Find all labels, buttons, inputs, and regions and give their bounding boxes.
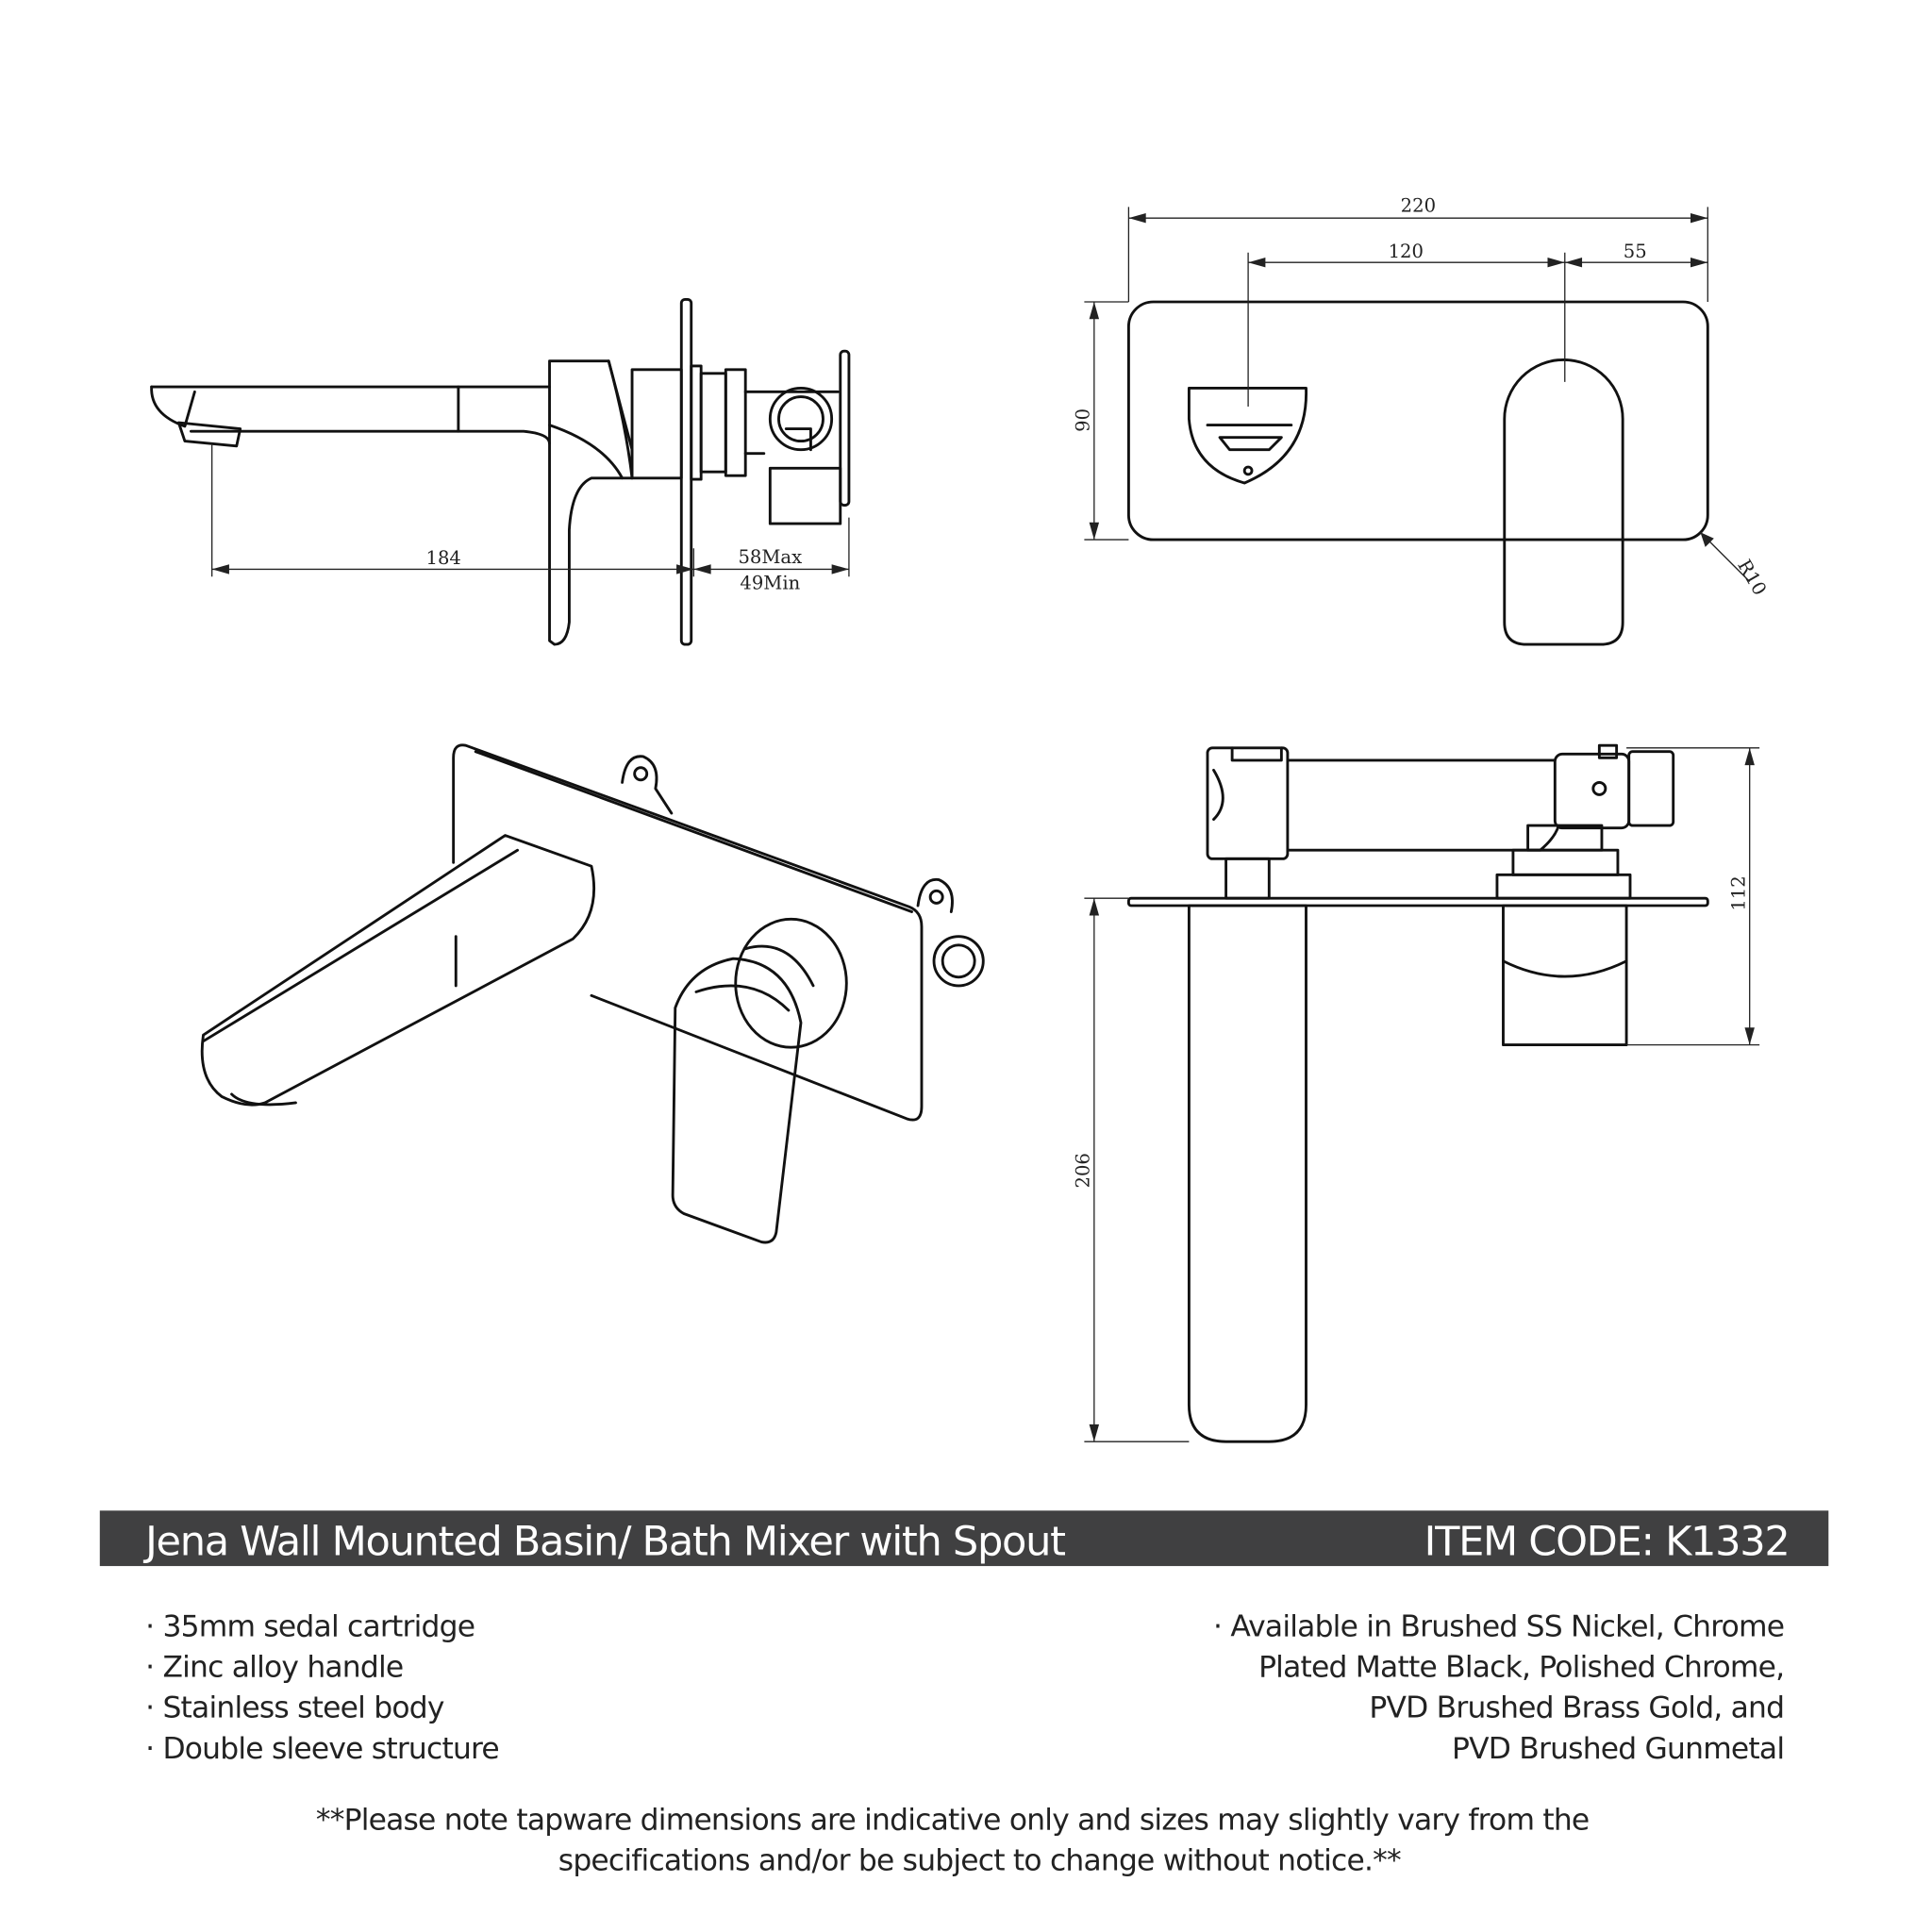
dim-spout-length: 206 <box>1073 1153 1094 1188</box>
product-title: Jena Wall Mounted Basin/ Bath Mixer with… <box>142 1518 1065 1565</box>
side-view-drawing: 184 58Max 49Min <box>150 297 851 646</box>
dim-min: 49Min <box>740 572 800 593</box>
finish-line: PVD Brushed Brass Gold, and <box>1369 1691 1784 1725</box>
isometric-view-drawing <box>200 743 985 1244</box>
finish-line: PVD Brushed Gunmetal <box>1452 1732 1784 1766</box>
dim-max: 58Max <box>738 546 802 568</box>
front-view-drawing: 220 120 55 90 R10 <box>1073 195 1771 646</box>
feature-item: · Zinc alloy handle <box>145 1651 403 1685</box>
dim-handle-to-edge: 55 <box>1624 241 1647 262</box>
features-left: · 35mm sedal cartridge · Zinc alloy hand… <box>145 1610 500 1766</box>
dim-height: 90 <box>1073 408 1094 432</box>
item-code: ITEM CODE: K1332 <box>1424 1518 1790 1565</box>
disclaimer-line: specifications and/or be subject to chan… <box>558 1844 1401 1878</box>
feature-item: · 35mm sedal cartridge <box>145 1610 475 1644</box>
dim-body-depth: 112 <box>1727 875 1749 910</box>
dim-spout-reach: 184 <box>426 547 461 569</box>
dim-width: 220 <box>1401 195 1436 217</box>
rear-view-drawing: 112 206 <box>1073 743 1760 1443</box>
disclaimer-line: **Please note tapware dimensions are ind… <box>316 1804 1590 1838</box>
finish-line: · Available in Brushed SS Nickel, Chrome <box>1213 1610 1784 1644</box>
title-bar <box>99 1510 1829 1567</box>
dim-radius: R10 <box>1733 556 1771 599</box>
finish-line: Plated Matte Black, Polished Chrome, <box>1258 1651 1784 1685</box>
feature-item: · Double sleeve structure <box>145 1732 499 1766</box>
features-right: · Available in Brushed SS Nickel, Chrome… <box>1213 1610 1785 1766</box>
feature-item: · Stainless steel body <box>145 1691 444 1725</box>
dim-outlet-to-handle: 120 <box>1389 241 1424 262</box>
